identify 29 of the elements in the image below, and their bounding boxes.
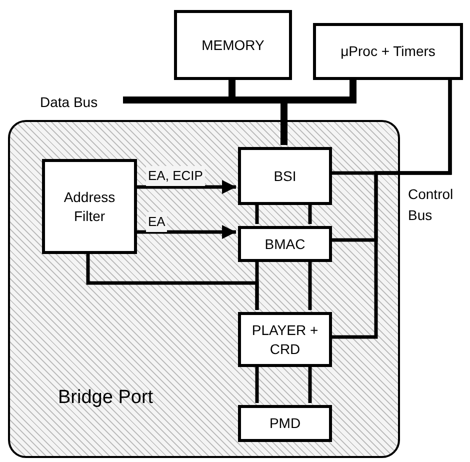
- connector-line: [308, 203, 312, 224]
- connector-line: [308, 365, 312, 403]
- region-title: Bridge Port: [58, 386, 154, 410]
- block-box: [313, 23, 463, 80]
- block-label: MEMORY: [202, 36, 264, 54]
- block-box: [238, 147, 332, 205]
- block-box: [42, 159, 137, 254]
- connector-line: [255, 365, 259, 403]
- block-label: Address Filter: [62, 188, 116, 226]
- arrow: [135, 225, 236, 239]
- edge-label: EA: [146, 212, 168, 232]
- block-label: BSI: [274, 166, 296, 186]
- block-box: [238, 405, 332, 442]
- block-label: BMAC: [264, 234, 306, 254]
- block-label: μProc + Timers: [340, 42, 436, 61]
- connector-line: [255, 203, 259, 224]
- bus-name: Data Bus: [40, 93, 98, 112]
- connector-line: [330, 80, 452, 339]
- bus-name: Control Bus: [408, 185, 454, 225]
- arrow: [135, 180, 236, 194]
- block-box: [238, 226, 332, 262]
- block-label: PMD: [269, 414, 301, 433]
- connector-line: [255, 260, 259, 310]
- port-region: [8, 120, 400, 458]
- block-box: [174, 10, 292, 80]
- connector-line: [308, 260, 312, 310]
- block-box: [238, 312, 332, 367]
- edge-label: EA, ECIP: [146, 166, 205, 186]
- block-label: PLAYER + CRD: [250, 320, 320, 358]
